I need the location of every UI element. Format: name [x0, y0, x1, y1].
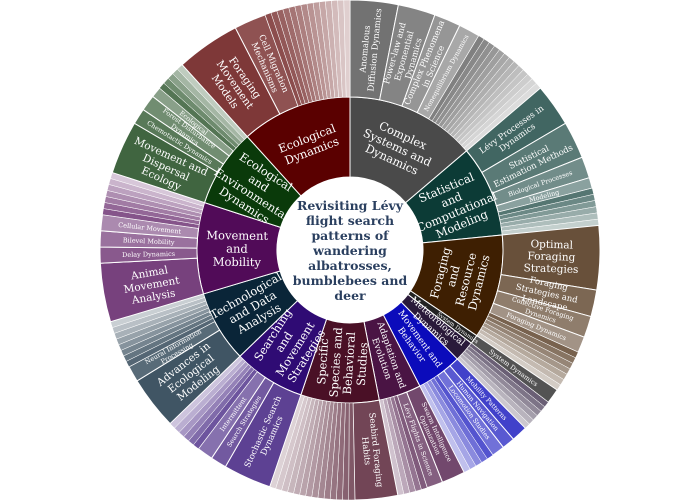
chart-title: Revisiting Lévy flight search patterns o…: [292, 197, 408, 303]
inner-label-mobility: MovementandMobility: [206, 228, 269, 269]
outer-label-bilevel-mobility: Bilevel Mobility: [123, 236, 175, 246]
sunburst-segments: [99, 0, 601, 500]
outer-minor-segment-ecological[interactable]: [343, 0, 351, 98]
outer-label-optimal-foraging-strategies: OptimalForagingStrategies: [523, 238, 579, 276]
center-hole: [277, 177, 423, 323]
inner-label-specific: SpecificSpecies andBehavioralStudies: [313, 325, 371, 399]
outer-label-delay-dynamics: Delay Dynamics: [122, 250, 175, 259]
